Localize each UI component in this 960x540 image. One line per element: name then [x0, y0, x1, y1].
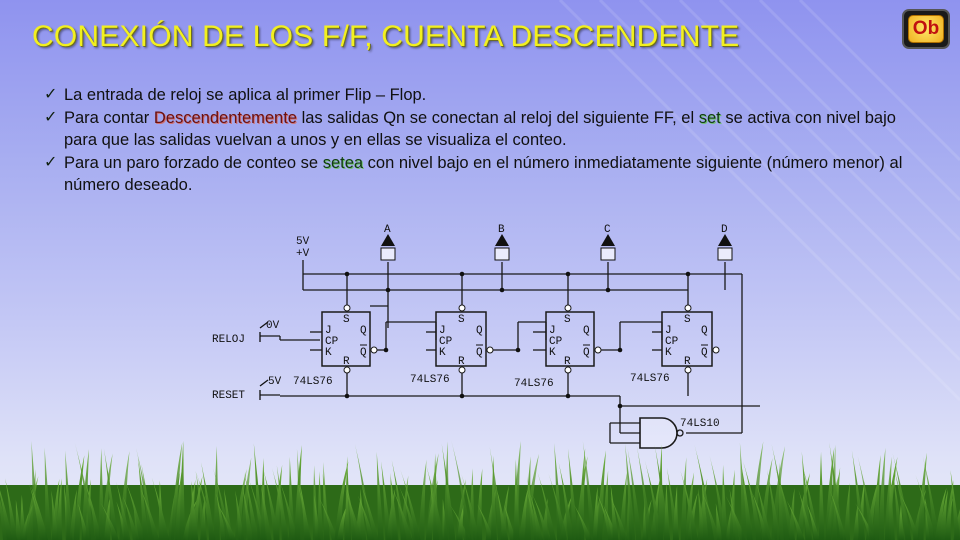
reset-label: RESET [212, 390, 245, 402]
pin-label: CP [439, 336, 453, 348]
check-icon: ✓ [44, 153, 58, 171]
pin-label: S [564, 314, 571, 326]
supply-label-bottom: +V [296, 248, 310, 260]
highlight-word: Descendentemente [153, 108, 297, 127]
ff3-part-label: 74LS76 [514, 378, 554, 390]
logo-badge: Ob [902, 9, 950, 49]
pin-label: Q [476, 325, 483, 337]
reset-level: 5V [268, 376, 282, 388]
pin-label: J [325, 325, 332, 337]
reloj-label: RELOJ [212, 334, 245, 346]
pin-label: R [564, 356, 571, 368]
pin-label: CP [549, 336, 563, 348]
output-label-a: A [384, 224, 391, 236]
pin-label: R [343, 356, 350, 368]
bullet-list: ✓ La entrada de reloj se aplica al prime… [44, 84, 924, 197]
pin-label: R [684, 356, 691, 368]
pin-label: Q [360, 325, 367, 337]
pin-label: J [665, 325, 672, 337]
circuit-diagram: 5V +V A B C D RELOJ 0V RESET 5V S J CP K… [212, 224, 760, 449]
pin-label: CP [325, 336, 339, 348]
output-label-c: C [604, 224, 611, 236]
pin-label: Q [583, 347, 590, 359]
slide-title: CONEXIÓN DE LOS F/F, CUENTA DESCENDENTE [32, 20, 740, 53]
pin-label: S [684, 314, 691, 326]
pin-label: R [458, 356, 465, 368]
pin-label: K [325, 347, 332, 359]
pin-label: Q [583, 325, 590, 337]
pin-label: Q [701, 325, 708, 337]
pin-label: K [549, 347, 556, 359]
pin-label: Q [476, 347, 483, 359]
bullet-item: ✓ La entrada de reloj se aplica al prime… [44, 84, 924, 107]
ff1-part-label: 74LS76 [293, 376, 333, 388]
logo-text: Ob [908, 15, 944, 43]
reloj-level: 0V [266, 320, 280, 332]
supply-label-top: 5V [296, 236, 310, 248]
output-label-d: D [721, 224, 728, 236]
pin-label: K [439, 347, 446, 359]
pin-label: S [458, 314, 465, 326]
ff2-part-label: 74LS76 [410, 374, 450, 386]
bullet-item: ✓ Para contar Descendentemente las salid… [44, 108, 896, 150]
output-label-b: B [498, 224, 505, 236]
pin-label: K [665, 347, 672, 359]
grass-decoration [0, 440, 960, 540]
pin-label: Q [701, 347, 708, 359]
output-lamp-icons [380, 234, 733, 261]
gate-part-label: 74LS10 [680, 418, 720, 430]
pin-label: S [343, 314, 350, 326]
check-icon: ✓ [44, 108, 58, 126]
pin-label: Q [360, 347, 367, 359]
bullet-item: ✓ Para un paro forzado de conteo se sete… [44, 153, 903, 195]
highlight-word: setea [322, 153, 364, 172]
check-icon: ✓ [44, 86, 58, 103]
pin-label: CP [665, 336, 679, 348]
ff4-part-label: 74LS76 [630, 373, 670, 385]
pin-label: J [549, 325, 556, 337]
pin-label: J [439, 325, 446, 337]
highlight-word: set [698, 108, 721, 127]
